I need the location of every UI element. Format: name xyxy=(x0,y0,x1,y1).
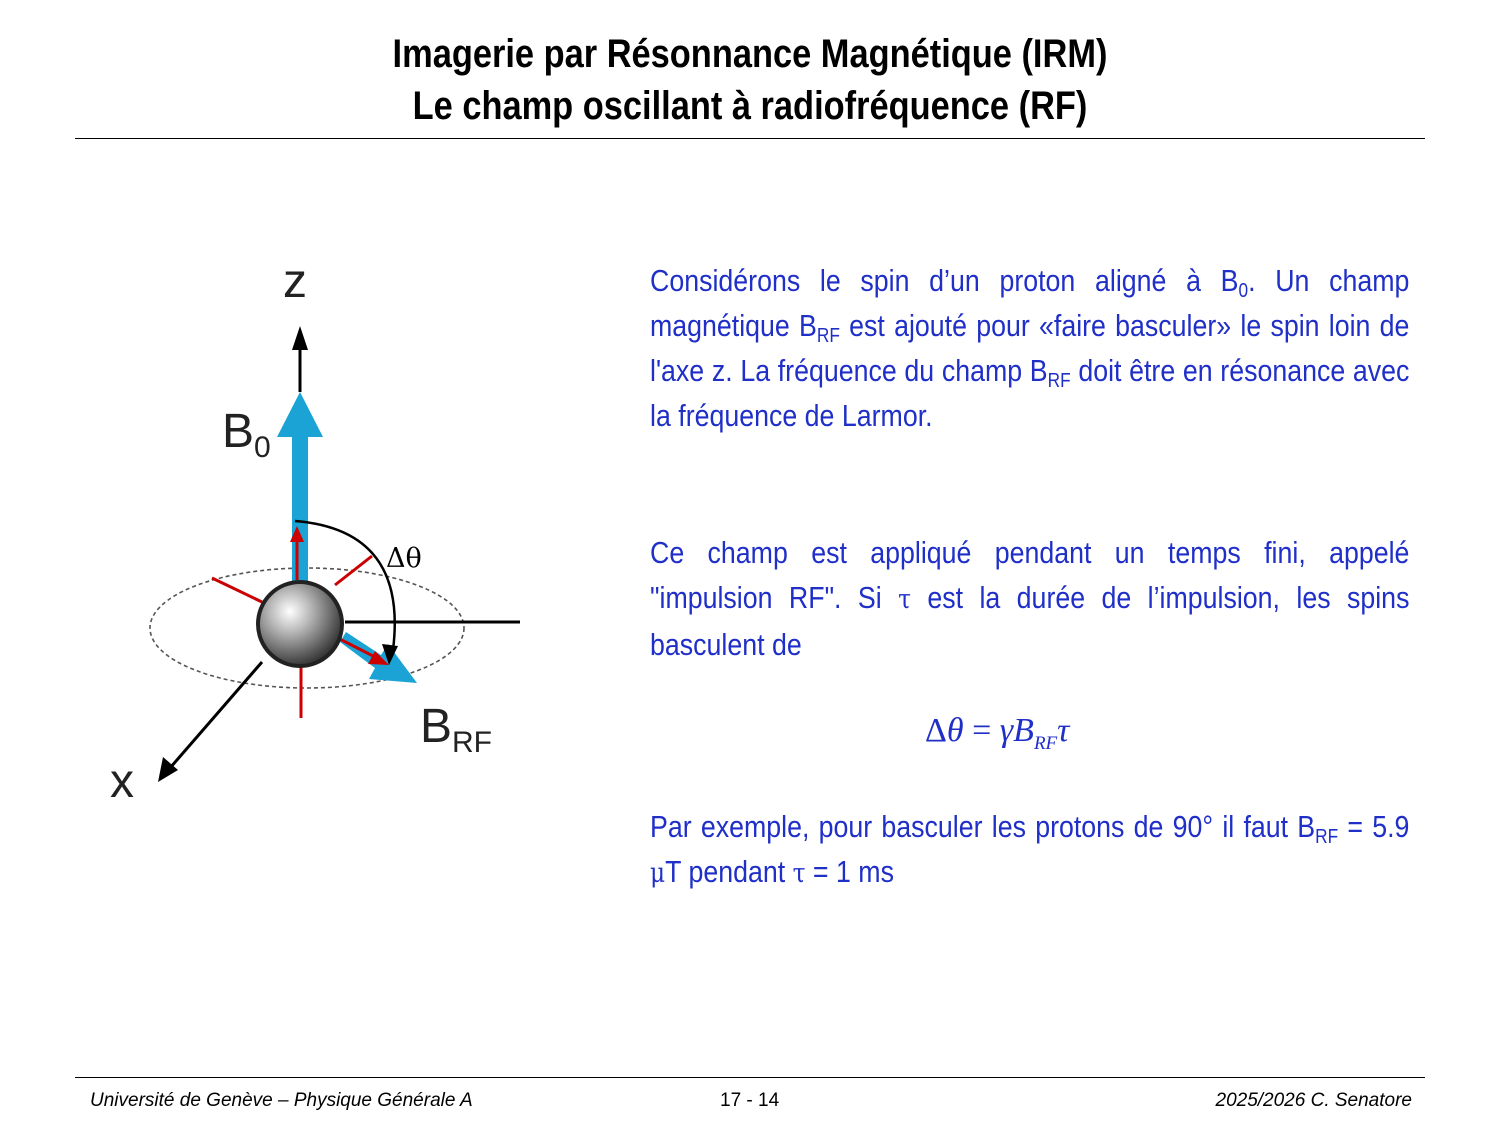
paragraph-rf-pulse: Ce champ est appliqué pendant un temps f… xyxy=(650,535,1410,662)
brf-label: BRF xyxy=(420,700,492,759)
b0-arrow-head xyxy=(277,392,323,437)
spin-vector-left xyxy=(211,576,263,604)
spin-diagram: z y x B0 BRF Δθ xyxy=(110,255,520,808)
footer-institution: Université de Genève – Physique Générale… xyxy=(90,1090,473,1111)
header-divider xyxy=(75,138,1425,139)
z-axis-label: z xyxy=(283,255,307,308)
spin-vector-back xyxy=(334,554,373,587)
title-line-1: Imagerie par Résonnance Magnétique (IRM) xyxy=(392,32,1108,76)
angle-arc xyxy=(294,519,396,651)
precession-ellipse xyxy=(149,567,465,689)
footer-page-number: 17 - 14 xyxy=(720,1090,780,1111)
spin-vector-up-head xyxy=(290,526,304,542)
x-axis-arrowhead xyxy=(158,757,178,782)
footer-divider xyxy=(75,1077,1425,1078)
angle-arc-head xyxy=(382,644,398,665)
z-axis-arrowhead xyxy=(292,326,308,350)
spin-vector-tilted-head xyxy=(368,651,389,665)
x-axis xyxy=(168,661,264,769)
b0-arrow-shaft xyxy=(292,432,308,582)
title-line-2: Le champ oscillant à radiofréquence (RF) xyxy=(412,84,1088,128)
delta-theta-label: Δθ xyxy=(386,543,422,574)
paragraph-intro: Considérons le spin d’un proton aligné à… xyxy=(650,263,1410,433)
tilt-angle-formula: Δθ = γBRFτ xyxy=(925,712,1070,754)
b0-label: B0 xyxy=(222,405,271,464)
proton-sphere xyxy=(256,580,344,668)
footer-year-author: 2025/2026 C. Senatore xyxy=(1215,1090,1413,1111)
paragraph-example: Par exemple, pour basculer les protons d… xyxy=(650,809,1410,889)
x-axis-label: x xyxy=(110,755,134,808)
slide-title: Imagerie par Résonnance Magnétique (IRM)… xyxy=(105,28,1395,132)
